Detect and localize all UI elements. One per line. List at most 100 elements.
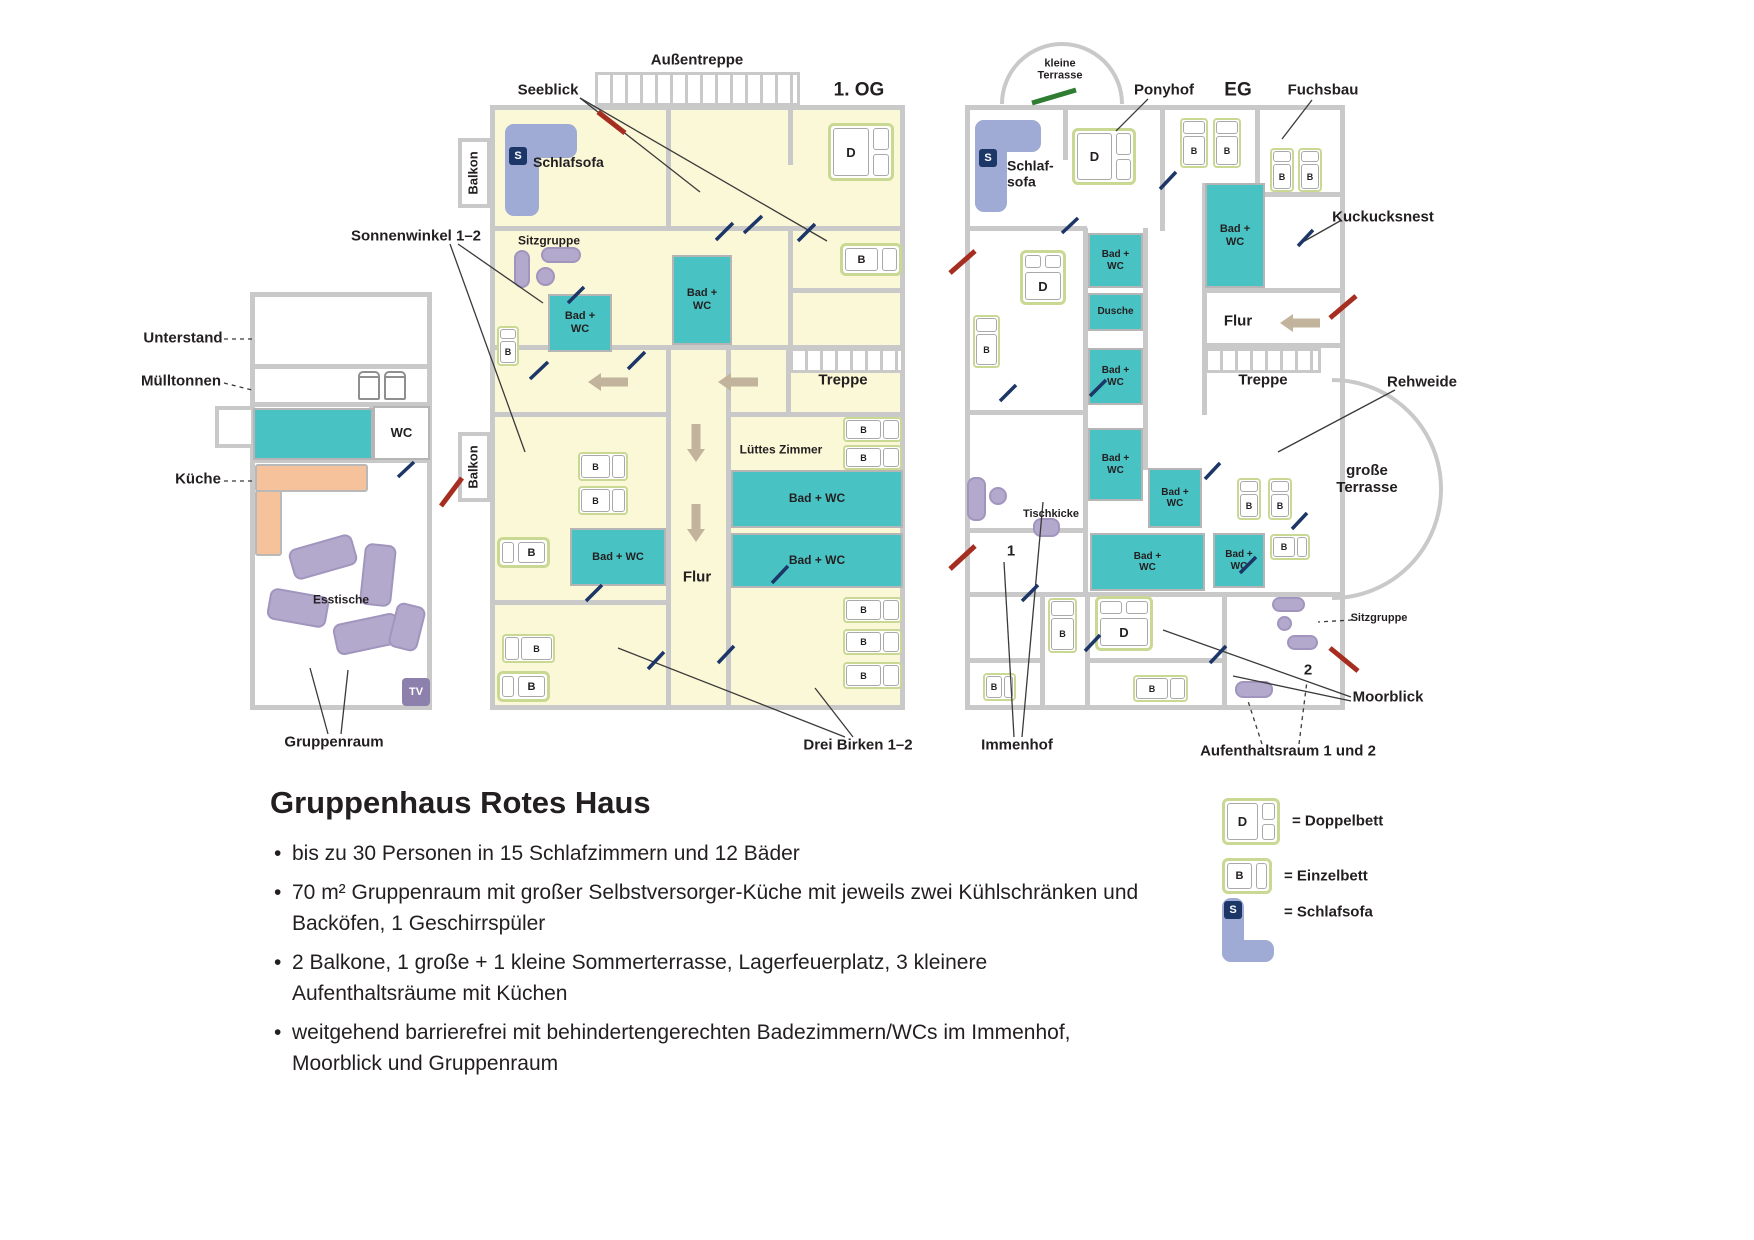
wall bbox=[666, 105, 671, 231]
label-aussentreppe: Außentreppe bbox=[650, 51, 744, 69]
label-balkon-top: Balkon bbox=[465, 151, 481, 195]
seating-bench bbox=[1272, 597, 1305, 612]
sleeping-sofa bbox=[975, 120, 1041, 152]
bed-letter: B bbox=[1271, 494, 1289, 517]
single-bed: B bbox=[843, 629, 902, 655]
pillow-zone bbox=[882, 631, 900, 653]
wall bbox=[490, 345, 905, 350]
single-bed: B bbox=[983, 673, 1016, 701]
balcony-top bbox=[458, 138, 491, 208]
pillow-zone bbox=[1239, 480, 1259, 493]
legend-label-s: = Schlafsofa bbox=[1284, 903, 1373, 921]
label-seeblick: Seeblick bbox=[517, 81, 579, 99]
wall bbox=[729, 412, 905, 417]
pillow-zone bbox=[1272, 150, 1292, 163]
single-bed: B bbox=[578, 452, 628, 481]
pillow-zone bbox=[1098, 599, 1150, 616]
seating-table bbox=[1277, 616, 1292, 631]
label-balkon-bottom: Balkon bbox=[465, 445, 481, 489]
pillow-zone bbox=[882, 447, 900, 468]
foosball-table bbox=[1033, 518, 1060, 537]
wall bbox=[1204, 288, 1345, 293]
pillow bbox=[612, 455, 625, 478]
pillow bbox=[1170, 678, 1185, 699]
single-bed: B bbox=[1270, 148, 1294, 192]
label-rehweide: Rehweide bbox=[1386, 373, 1458, 391]
room-bad-wc: Bad + WC bbox=[672, 255, 732, 345]
pillow-zone bbox=[500, 540, 516, 565]
trash-bin bbox=[384, 371, 406, 400]
bed-letter: B bbox=[581, 455, 610, 478]
label-luettes-zimmer: Lüttes Zimmer bbox=[739, 442, 823, 457]
pillow bbox=[1025, 255, 1041, 268]
stairs-ground-floor bbox=[1205, 348, 1321, 373]
wall bbox=[1085, 658, 1225, 663]
pillow-zone bbox=[1169, 677, 1186, 700]
wall bbox=[788, 105, 793, 165]
pillow bbox=[882, 248, 897, 271]
label-kuckucksnest: Kuckucksnest bbox=[1332, 208, 1434, 226]
pillow bbox=[1116, 158, 1131, 180]
room-bad-wc: Bad + WC bbox=[570, 528, 666, 586]
single-bed: B bbox=[843, 417, 902, 442]
single-bed: B bbox=[843, 445, 902, 470]
pillow bbox=[1240, 481, 1258, 492]
room-dusche: Dusche bbox=[1088, 293, 1143, 331]
pillow-zone bbox=[499, 328, 517, 340]
sofa-s-marker: S bbox=[979, 149, 997, 167]
wall bbox=[965, 658, 1042, 663]
wall bbox=[1040, 594, 1045, 710]
pillow-zone bbox=[1182, 120, 1206, 135]
page-title: Gruppenhaus Rotes Haus bbox=[270, 785, 651, 820]
bed-letter: D bbox=[1077, 133, 1112, 180]
wall bbox=[965, 226, 1087, 231]
pillow-zone bbox=[611, 488, 626, 513]
stairs-first-floor bbox=[790, 348, 904, 373]
room-bad-wc: Bad + WC bbox=[1213, 533, 1265, 588]
wall bbox=[250, 402, 432, 407]
bed-letter: B bbox=[518, 542, 545, 563]
pillow bbox=[1045, 255, 1061, 268]
label-floor-og: 1. OG bbox=[833, 79, 885, 101]
pillow bbox=[1004, 676, 1013, 698]
pillow bbox=[883, 600, 899, 620]
bed-letter: B bbox=[846, 448, 881, 467]
single-bed: B bbox=[502, 634, 555, 663]
pillow bbox=[1051, 601, 1074, 616]
seating-bench bbox=[1287, 635, 1318, 650]
pillow-zone bbox=[504, 636, 520, 661]
bin-lid bbox=[386, 373, 404, 378]
double-bed: D bbox=[1020, 250, 1066, 305]
pillow bbox=[1301, 151, 1319, 162]
kitchen-counter bbox=[255, 490, 282, 556]
label-floor-eg: EG bbox=[1224, 79, 1252, 101]
pillow-zone bbox=[1003, 675, 1014, 699]
pillow bbox=[883, 665, 899, 686]
label-sitzgruppe-eg: Sitzgruppe bbox=[1350, 611, 1408, 624]
room-bad-wc: Bad + WC bbox=[548, 294, 612, 352]
pillow bbox=[1116, 133, 1131, 155]
label-muelltonnen: Mülltonnen bbox=[141, 372, 221, 390]
bed-letter: B bbox=[1301, 164, 1319, 189]
description-bullet: 70 m² Gruppenraum mit großer Selbstverso… bbox=[272, 877, 1142, 940]
double-bed: D bbox=[828, 123, 894, 181]
pillow-zone bbox=[1254, 861, 1269, 891]
single-bed: B bbox=[497, 671, 550, 702]
pillow-zone bbox=[880, 246, 899, 273]
room-wc: WC bbox=[373, 406, 430, 460]
wall bbox=[490, 412, 671, 417]
pillow bbox=[502, 542, 514, 563]
room-bad-wc: Bad + WC bbox=[731, 533, 903, 588]
pillow bbox=[976, 318, 997, 332]
label-unterstand: Unterstand bbox=[143, 329, 223, 347]
single-bed: B bbox=[1268, 478, 1292, 520]
wall bbox=[1160, 105, 1165, 231]
label-ponyhof: Ponyhof bbox=[1134, 81, 1194, 99]
double-bed: D bbox=[1072, 128, 1136, 185]
pillow bbox=[1273, 151, 1291, 162]
single-bed: B bbox=[1270, 534, 1310, 560]
sofa-s-marker: S bbox=[509, 147, 527, 165]
pillow bbox=[1262, 803, 1275, 820]
wall bbox=[490, 226, 905, 231]
